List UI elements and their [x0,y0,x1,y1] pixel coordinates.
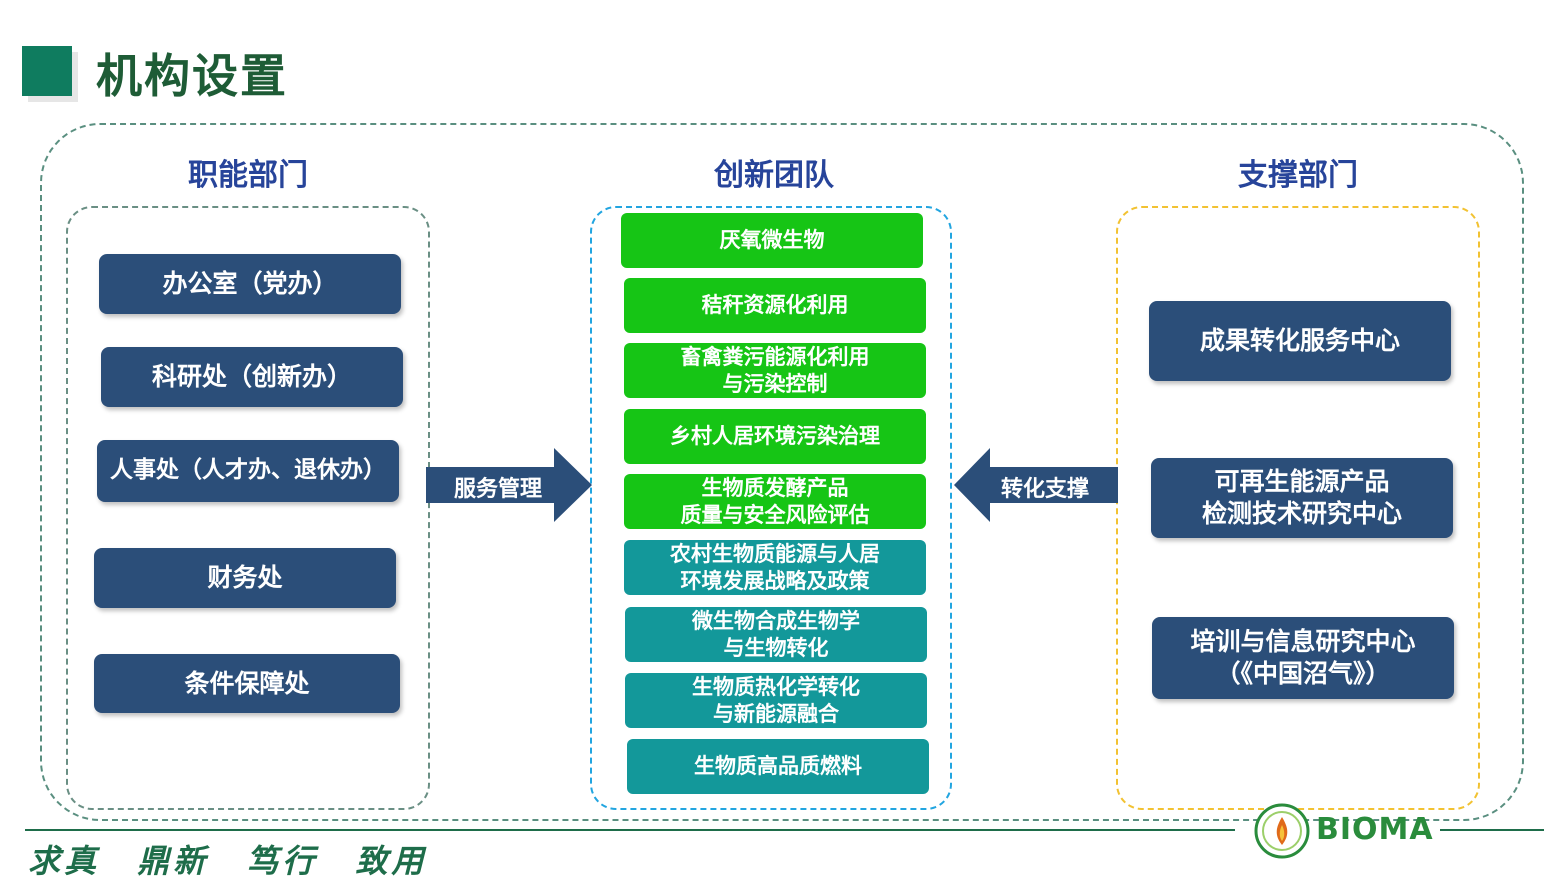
team-fermentation-safety: 生物质发酵产品 质量与安全风险评估 [624,474,926,529]
support-training-center: 培训与信息研究中心 （《中国沼气》） [1152,617,1454,699]
team-rural-environment: 乡村人居环境污染治理 [624,409,926,464]
support-transfer-center: 成果转化服务中心 [1149,301,1451,381]
support-arrow-label: 转化支撑 [1000,477,1089,502]
team-synthetic-biology: 微生物合成生物学 与生物转化 [625,607,927,662]
footer-line-left [25,829,1235,831]
dept-facilities: 条件保障处 [94,654,400,713]
functional-departments-title: 职能部门 [188,158,308,193]
team-straw-utilization: 秸秆资源化利用 [624,278,926,333]
team-anaerobic-microbes: 厌氧微生物 [621,213,923,268]
innovation-teams-title: 创新团队 [714,158,834,193]
dept-office: 办公室（党办） [99,254,401,314]
title-square-icon [22,46,72,96]
page-title: 机构设置 [96,49,288,103]
support-arrow-icon [954,448,1118,522]
bioma-logo-icon [1254,803,1310,859]
innovation-teams-group [590,206,952,810]
footer-line-right [1440,829,1544,831]
team-strategy-policy: 农村生物质能源与人居 环境发展战略及政策 [624,540,926,595]
dept-personnel: 人事处（人才办、退休办） [97,440,399,502]
support-departments-title: 支撑部门 [1238,158,1358,193]
team-livestock-manure: 畜禽粪污能源化利用 与污染控制 [624,343,926,398]
motto: 求真 鼎新 笃行 致用 [28,842,428,880]
service-arrow-icon [426,448,592,522]
support-testing-center: 可再生能源产品 检测技术研究中心 [1151,458,1453,538]
team-thermochemical: 生物质热化学转化 与新能源融合 [625,673,927,728]
dept-research: 科研处（创新办） [101,347,403,407]
dept-finance: 财务处 [94,548,396,608]
functional-departments-group [66,206,430,810]
service-arrow-label: 服务管理 [453,477,542,502]
outer-frame [40,123,1524,821]
team-quality-fuel: 生物质高品质燃料 [627,739,929,794]
bioma-logo-text: BIOMA [1316,812,1434,847]
